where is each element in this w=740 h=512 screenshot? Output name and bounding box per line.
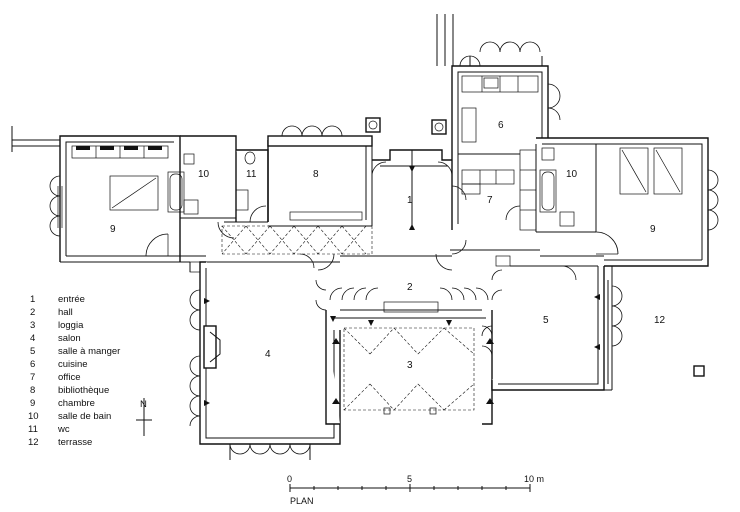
- room-number: 11: [246, 169, 257, 180]
- north-arrow-icon: N: [136, 398, 152, 436]
- legend-number: 5: [30, 346, 35, 357]
- room-number: 8: [313, 169, 319, 180]
- garden-wall-lines: [11, 14, 705, 377]
- legend-label: salle de bain: [58, 411, 111, 422]
- legend: 1 entrée 2 hall 3 loggia 4 salon 5 salle…: [28, 294, 120, 448]
- room-number: 2: [407, 282, 413, 293]
- legend-label: terrasse: [58, 437, 92, 448]
- west-wing: [49, 135, 269, 263]
- room-number: 10: [566, 169, 578, 180]
- legend-label: chambre: [58, 398, 95, 409]
- dining-block: [481, 265, 623, 391]
- entry-block: [371, 119, 456, 230]
- legend-number: 3: [30, 320, 35, 331]
- room-number: 9: [650, 224, 656, 235]
- room-number: 12: [654, 315, 666, 326]
- legend-number: 8: [30, 385, 35, 396]
- loggia-block: [325, 309, 494, 425]
- scale-tick-label: 10 m: [524, 474, 544, 484]
- salon-block: [189, 261, 341, 460]
- legend-label: bibliothèque: [58, 385, 109, 396]
- room-number: 9: [110, 224, 116, 235]
- legend-label: loggia: [58, 320, 84, 331]
- room-number: 5: [543, 315, 549, 326]
- scale-tick-label: 5: [407, 474, 412, 484]
- room-number: 3: [407, 360, 413, 371]
- room-number: 7: [487, 195, 493, 206]
- legend-number: 2: [30, 307, 35, 318]
- room-number: 1: [407, 195, 413, 206]
- legend-label: salon: [58, 333, 81, 344]
- legend-number: 9: [30, 398, 35, 409]
- legend-number: 11: [28, 424, 38, 435]
- legend-label: cuisine: [58, 359, 88, 370]
- legend-label: wc: [57, 424, 70, 435]
- scale-tick-label: 0: [287, 474, 292, 484]
- legend-number: 10: [28, 411, 39, 422]
- legend-label: hall: [58, 307, 73, 318]
- kitchen-block: [451, 41, 561, 231]
- legend-number: 7: [30, 372, 35, 383]
- legend-label: entrée: [58, 294, 85, 305]
- room-number: 6: [498, 120, 504, 131]
- legend-label: office: [58, 372, 81, 383]
- scale-title: PLAN: [290, 496, 314, 506]
- room-numbers: 1 2 3 4 5 6 7 8 9 9 10 10 11 12: [110, 120, 666, 371]
- east-wing: [535, 137, 719, 267]
- room-number: 4: [265, 349, 271, 360]
- library-block: [221, 117, 381, 255]
- north-label: N: [140, 399, 147, 410]
- scale-bar: 0 5 10 m PLAN: [287, 474, 544, 506]
- hall-block: [146, 239, 604, 313]
- legend-number: 1: [30, 294, 35, 305]
- legend-label: salle à manger: [58, 346, 120, 357]
- room-number: 10: [198, 169, 210, 180]
- legend-number: 6: [30, 359, 35, 370]
- legend-number: 12: [28, 437, 39, 448]
- legend-number: 4: [30, 333, 35, 344]
